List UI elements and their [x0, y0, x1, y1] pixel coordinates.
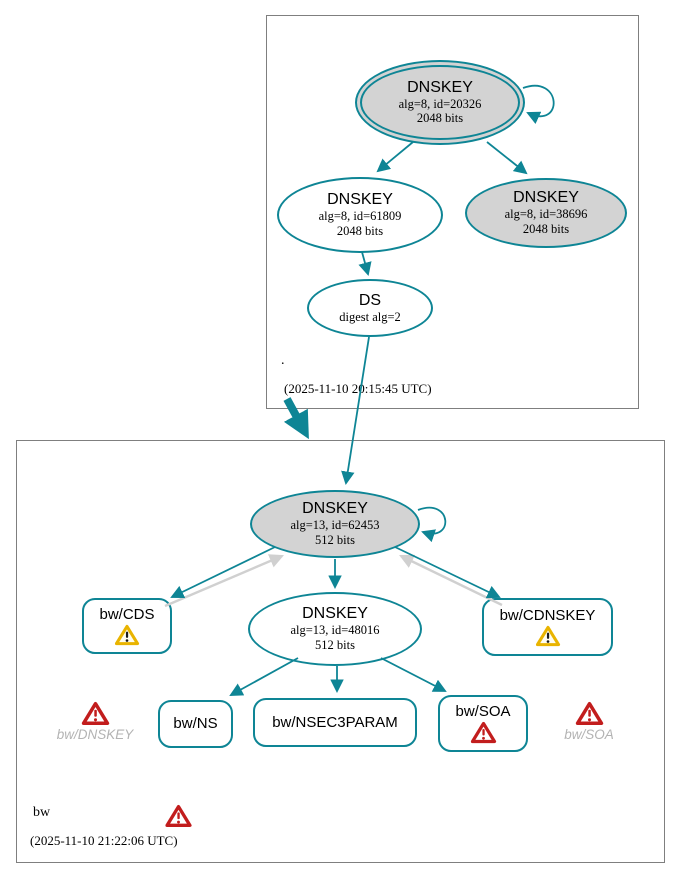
node-detail: alg=8, id=38696	[504, 207, 588, 222]
missing-response-bw-soa: bw/SOA	[560, 701, 618, 742]
ds-node-root: DS digest alg=2	[307, 279, 433, 337]
dnskey-node-bw-ksk: DNSKEY alg=13, id=62453 512 bits	[250, 490, 420, 558]
node-title: DNSKEY	[513, 189, 579, 207]
rrset-node-bw-nsec3param: bw/NSEC3PARAM	[253, 698, 417, 747]
node-detail: alg=8, id=61809	[318, 209, 402, 224]
rrset-label: bw/CDS	[99, 605, 155, 623]
node-title: DNSKEY	[407, 78, 473, 96]
node-detail: 512 bits	[315, 532, 355, 547]
rrset-label: bw/CDNSKEY	[499, 606, 596, 624]
node-detail: alg=13, id=48016	[290, 623, 380, 638]
zone-box-bw	[16, 440, 665, 863]
node-title: DNSKEY	[302, 500, 368, 518]
node-detail: 512 bits	[315, 637, 355, 652]
dnskey-node-root-ksk: DNSKEY alg=8, id=20326 2048 bits	[355, 60, 525, 145]
dnskey-node-bw-zsk: DNSKEY alg=13, id=48016 512 bits	[248, 592, 422, 666]
node-detail: digest alg=2	[339, 309, 401, 324]
rrset-label: bw/SOA	[455, 702, 511, 720]
dnskey-node-root-zsk: DNSKEY alg=8, id=61809 2048 bits	[277, 177, 443, 253]
zone-name-bw: bw	[33, 805, 51, 820]
rrset-node-bw-cdnskey: bw/CDNSKEY	[482, 598, 613, 656]
rrset-node-bw-soa: bw/SOA	[438, 695, 528, 752]
node-detail: 2048 bits	[522, 221, 570, 236]
missing-response-label: bw/SOA	[564, 727, 614, 742]
rrset-node-bw-ns: bw/NS	[158, 700, 233, 748]
node-detail: 2048 bits	[336, 223, 384, 238]
error-icon	[470, 722, 496, 744]
double-border-ring	[360, 65, 520, 140]
rrset-label: bw/NSEC3PARAM	[272, 713, 398, 731]
zone-timestamp-root: (2025-11-10 20:15:45 UTC)	[284, 381, 432, 396]
zone-name-root: .	[281, 353, 285, 368]
zone-box-root	[266, 15, 639, 409]
dnskey-node-root-standby: DNSKEY alg=8, id=38696 2048 bits	[465, 178, 627, 248]
node-detail: alg=8, id=20326	[398, 96, 482, 111]
error-icon	[575, 701, 603, 726]
error-icon	[81, 701, 109, 726]
warning-icon	[535, 625, 560, 647]
zone-timestamp-bw: (2025-11-10 21:22:06 UTC)	[30, 833, 178, 848]
node-detail: alg=13, id=62453	[290, 518, 380, 533]
rrset-label: bw/NS	[173, 715, 218, 733]
node-title: DS	[358, 291, 382, 309]
rrset-node-bw-cds: bw/CDS	[82, 598, 172, 654]
warning-icon	[114, 624, 140, 646]
node-title: DNSKEY	[327, 191, 393, 209]
missing-response-label: bw/DNSKEY	[56, 727, 134, 742]
missing-response-bw-dnskey: bw/DNSKEY	[55, 701, 135, 742]
node-detail: 2048 bits	[416, 111, 464, 126]
zone-error-icon	[165, 804, 192, 828]
node-title: DNSKEY	[302, 605, 368, 623]
